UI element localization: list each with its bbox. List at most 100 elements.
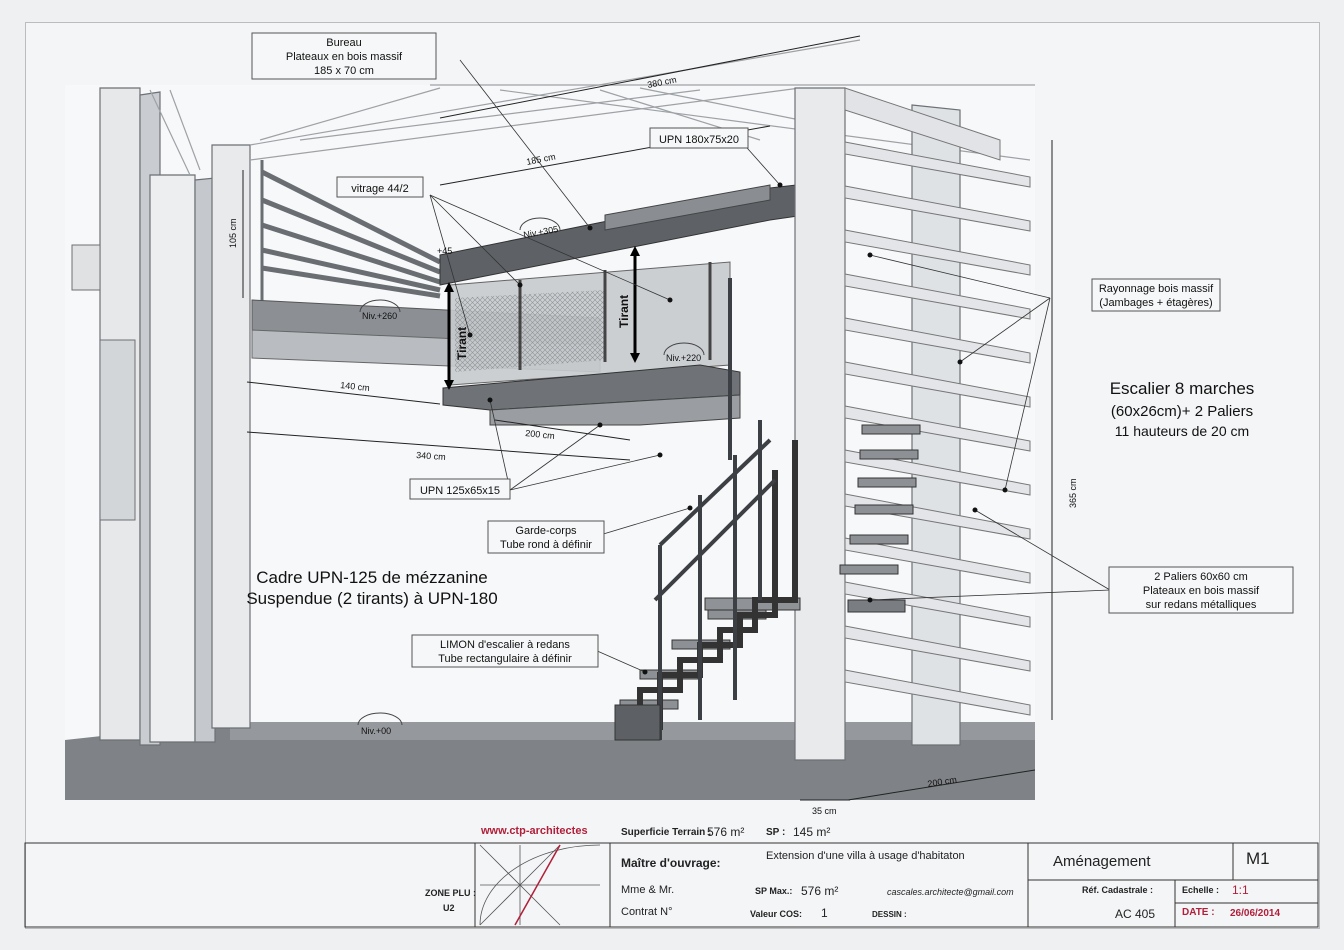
stair-step [859, 449, 919, 460]
dim-35: 35 cm [812, 806, 837, 816]
cadre-line-1: Cadre UPN-125 de mézzanine [256, 568, 488, 587]
paliers-line-2: Plateaux en bois massif [1143, 585, 1260, 597]
dim-plus45: +45 [437, 246, 452, 256]
dim-200b: 200 cm [927, 774, 958, 788]
bureau-line-3: 185 x 70 cm [314, 65, 374, 77]
sp-label: SP : [766, 827, 786, 838]
date-label: DATE : [1182, 907, 1215, 918]
annotation-upn180: UPN 180x75x20 [649, 127, 749, 149]
shelf [844, 449, 1031, 496]
annotation-upn125: UPN 125x65x15 [409, 478, 511, 500]
dimension-lines [242, 35, 1053, 801]
shelf [844, 317, 1031, 364]
echelle-label: Echelle : [1182, 885, 1220, 895]
project-title: Extension d'une villa à usage d'habitato… [766, 850, 965, 862]
zone-value: U2 [443, 903, 455, 913]
shelf [844, 141, 1031, 188]
cartouche-frame [24, 842, 1319, 928]
superficie-label: Superficie Terrain : [621, 827, 712, 838]
client-name: Mme & Mr. [621, 884, 675, 896]
escalier-line-2: (60x26cm)+ 2 Paliers [1111, 403, 1253, 420]
tirants [444, 246, 640, 390]
stair-step [854, 504, 914, 515]
level-260: Niv.+260 [359, 299, 401, 321]
bureau-line-1: Bureau [326, 37, 361, 49]
stair-step [839, 564, 899, 575]
maitre-label: Maître d'ouvrage: [621, 856, 721, 870]
mezzanine-railing [260, 160, 442, 305]
ref-cadastrale-label: Réf. Cadastrale : [1082, 885, 1154, 895]
dessin-label: DESSIN : [872, 910, 907, 919]
stair-step [861, 424, 921, 435]
annotation-rayonnage: Rayonnage bois massif (Jambages + étagèr… [1091, 278, 1221, 312]
svg-text:Niv.+260: Niv.+260 [362, 311, 397, 321]
paliers-line-1: 2 Paliers 60x60 cm [1154, 571, 1248, 583]
shelf [844, 361, 1031, 408]
zone-label: ZONE PLU : [425, 888, 476, 898]
cadre-title: Cadre UPN-125 de mézzanine Suspendue (2 … [246, 568, 497, 608]
paliers-line-3: sur redans métalliques [1146, 599, 1257, 611]
svg-text:Niv.+00: Niv.+00 [361, 726, 391, 736]
annotation-paliers: 2 Paliers 60x60 cm Plateaux en bois mass… [1108, 566, 1294, 614]
stair-step [857, 477, 917, 488]
bureau-line-2: Plateaux en bois massif [286, 51, 403, 63]
level-220: Niv.+220 [663, 342, 705, 363]
garde-corps-line-2: Tube rond à définir [500, 539, 592, 551]
stair-step [849, 534, 909, 545]
vitrage-mesh [455, 290, 605, 372]
sp-value: 145 m² [793, 825, 831, 839]
shelf [844, 405, 1031, 452]
shelf [844, 669, 1031, 716]
annotation-limon: LIMON d'escalier à redans Tube rectangul… [411, 634, 599, 668]
dim-340: 340 cm [416, 450, 446, 462]
stair-steps [619, 424, 921, 710]
cartouche: www.ctp-architectes Superficie Terrain :… [25, 825, 1318, 927]
garde-corps-line-1: Garde-corps [515, 525, 577, 537]
rayonnage-line-1: Rayonnage bois massif [1099, 283, 1214, 295]
annotation-bureau: Bureau Plateaux en bois massif 185 x 70 … [251, 32, 437, 80]
escalier-line-1: Escalier 8 marches [1110, 379, 1255, 398]
cartouche-logo [479, 844, 601, 926]
shelf [844, 273, 1031, 320]
shelf [844, 185, 1031, 232]
dim-140: 140 cm [340, 380, 370, 393]
stair-base-step [614, 704, 661, 741]
left-pillars [71, 87, 251, 746]
escalier-title: Escalier 8 marches (60x26cm)+ 2 Paliers … [1110, 379, 1255, 439]
shelf [844, 581, 1031, 628]
cos-label: Valeur COS: [750, 909, 803, 919]
dim-365: 365 cm [1068, 478, 1078, 508]
ref-cadastrale-value: AC 405 [1115, 907, 1156, 921]
tirant-label-right: Tirant [617, 295, 631, 328]
vitrage-label: vitrage 44/2 [351, 183, 408, 195]
date-value: 26/06/2014 [1230, 908, 1281, 919]
tirant-label-left: Tirant [455, 327, 469, 360]
spmax-label: SP Max.: [755, 886, 793, 896]
website-link[interactable]: www.ctp-architectes [481, 825, 588, 837]
rayonnage-line-2: (Jambages + étagères) [1099, 297, 1212, 309]
shelf [844, 625, 1031, 672]
limon-line-1: LIMON d'escalier à redans [440, 639, 570, 651]
annotation-vitrage: vitrage 44/2 [336, 176, 424, 198]
dim-105: 105 cm [228, 218, 238, 248]
upn180-label: UPN 180x75x20 [659, 134, 739, 146]
escalier-line-3: 11 hauteurs de 20 cm [1115, 423, 1249, 439]
superficie-value: 576 m² [707, 825, 745, 839]
leader-lines [429, 59, 1111, 673]
ceiling-structure [149, 39, 1035, 176]
limon-line-2: Tube rectangulaire à définir [438, 653, 572, 665]
spmax-value: 576 m² [801, 884, 839, 898]
cos-value: 1 [821, 906, 828, 920]
dim-200a: 200 cm [525, 428, 555, 441]
leader-dots [467, 182, 1008, 675]
sheet-id: M1 [1246, 849, 1270, 868]
shelf [844, 229, 1031, 276]
contrat-label: Contrat N° [621, 906, 673, 918]
echelle-value: 1:1 [1232, 883, 1249, 897]
level-00: Niv.+00 [357, 712, 403, 736]
annotation-garde-corps: Garde-corps Tube rond à définir [487, 520, 605, 554]
shelves [844, 141, 1031, 716]
email[interactable]: cascales.architecte@gmail.com [887, 887, 1014, 897]
floor-slab [65, 722, 1035, 800]
